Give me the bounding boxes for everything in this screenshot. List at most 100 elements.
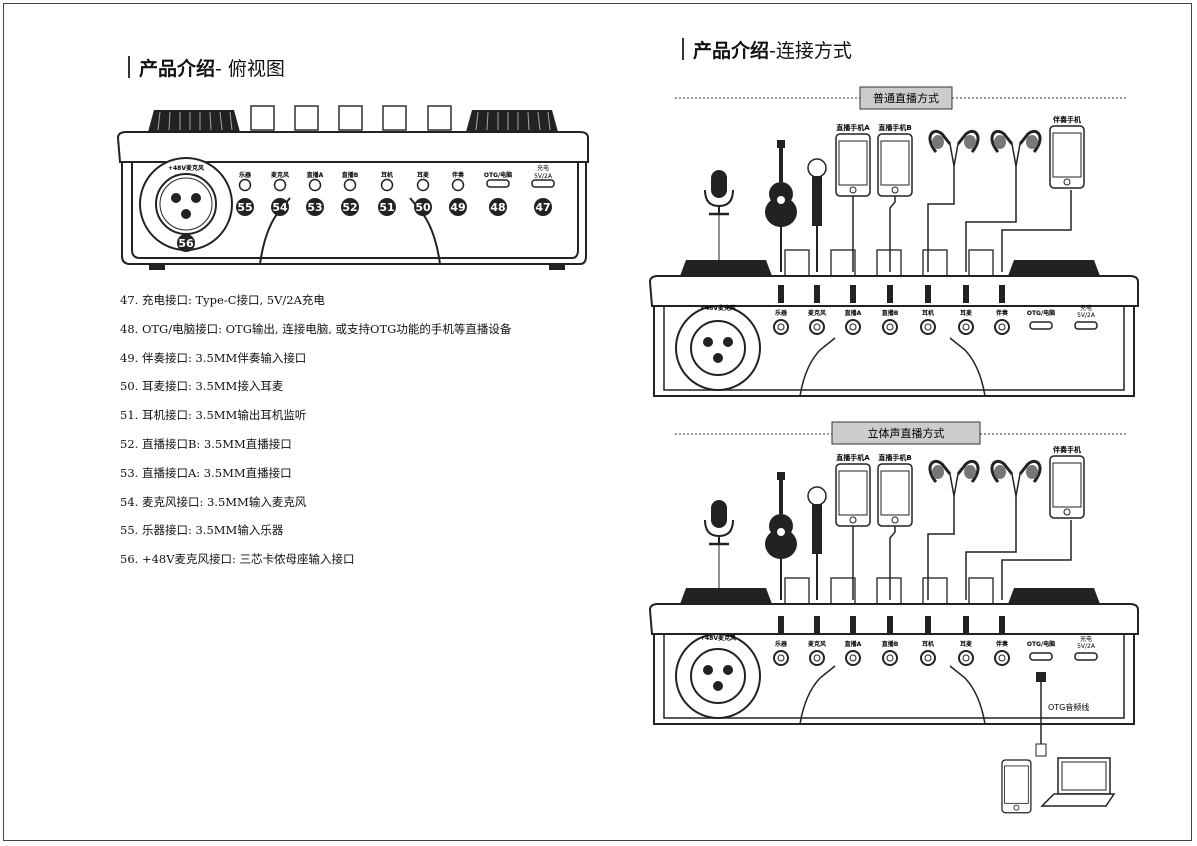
mic-label-1: +48V麦克风 [700, 304, 736, 312]
connector-port: 伴奏 [994, 285, 1010, 335]
port-53: 直播A 53 [306, 171, 324, 216]
port-label: 直播A [307, 171, 324, 179]
jack-icon [451, 178, 465, 192]
port-label: 乐器 [239, 171, 252, 179]
port-label: 乐器 [775, 640, 788, 648]
hand-mic-icon-2 [807, 486, 827, 555]
acc-phone-icon-2 [1049, 455, 1085, 519]
usb-port-icon [1029, 652, 1053, 661]
phone-b-label-2: 直播手机B [878, 453, 911, 462]
title-bold: 产品介绍 [693, 40, 770, 62]
plug-icon [925, 616, 931, 634]
top-view-title: 产品介绍- 俯视图 [128, 54, 285, 81]
mic-label-2: +48V麦克风 [700, 634, 736, 642]
phone-b-cable-2 [889, 526, 896, 600]
port-num: 48 [490, 201, 505, 214]
port-label: OTG/电脑 [484, 171, 512, 179]
jack-icon [882, 319, 898, 335]
port-num-badge [489, 198, 507, 216]
port-num: 51 [379, 201, 394, 214]
laptop-icon [1040, 757, 1116, 807]
guitar-icon [765, 140, 797, 227]
port-num: 55 [237, 201, 252, 214]
acc-phone-icon-1 [1049, 125, 1085, 189]
spec-item: 50. 耳麦接口: 3.5MM接入耳麦 [120, 379, 284, 394]
port-label: 伴奏 [995, 640, 1009, 648]
plug-icon [999, 616, 1005, 634]
phone-a-icon-2 [835, 463, 871, 527]
port-num-badge [306, 198, 324, 216]
port-num-badge [378, 198, 396, 216]
mode1-banner [859, 86, 953, 110]
port-label: 伴奏 [995, 309, 1009, 317]
connector-port: 耳机 [920, 616, 936, 666]
guitar-icon-2 [765, 472, 797, 559]
jack-icon [273, 178, 287, 192]
otg-plug-icon [1036, 672, 1046, 682]
jack-icon [809, 319, 825, 335]
port-label: 耳机 [922, 309, 934, 317]
connector-port: 耳机 [920, 285, 936, 335]
spec-item: 48. OTG/电脑接口: OTG输出, 连接电脑, 或支持OTG功能的手机等直… [120, 321, 512, 336]
port-label: 直播B [342, 171, 359, 179]
plug-icon [925, 285, 931, 303]
headset-cable-1 [965, 166, 1017, 272]
title-bar [682, 38, 684, 60]
plug-icon [814, 616, 820, 634]
spec-item: 49. 伴奏接口: 3.5MM伴奏输入接口 [120, 350, 307, 365]
jack-icon [845, 319, 861, 335]
headset-icon-1 [990, 129, 1042, 168]
title-bar [128, 56, 130, 78]
port-55: 乐器 55 [236, 171, 254, 216]
condenser-mic-icon [703, 168, 735, 216]
port-num: 54 [272, 201, 288, 214]
acc-phone-label-1: 伴奏手机 [1052, 115, 1081, 124]
connector-port: 伴奏 [994, 616, 1010, 666]
port-label: 充电 [537, 164, 549, 172]
spec-item: 54. 麦克风接口: 3.5MM输入麦克风 [120, 494, 307, 509]
port-label: 麦克风 [808, 309, 826, 317]
earphone-icon-1 [928, 129, 980, 168]
port-num: 47 [535, 201, 550, 214]
jack-icon [994, 319, 1010, 335]
port-label: 直播B [882, 640, 899, 648]
usb-c-port-icon [1074, 321, 1098, 330]
jack-icon [882, 650, 898, 666]
port-label: 耳机 [922, 640, 934, 648]
port-num: 53 [307, 201, 322, 214]
earphone-cable-1 [927, 166, 955, 272]
jack-icon [308, 178, 322, 192]
otg-port: OTG/电脑 [1027, 640, 1055, 661]
jack-icon [920, 650, 936, 666]
port-label: 乐器 [775, 309, 788, 317]
port-num-badge [534, 198, 552, 216]
earphone-cable-2 [927, 496, 955, 600]
connection-title: 产品介绍-连接方式 [682, 36, 852, 63]
plug-icon [778, 616, 784, 634]
connector-port: 耳麦 [958, 616, 974, 666]
jack-icon [238, 178, 252, 192]
port-label: 伴奏 [451, 171, 465, 179]
connector-port: 直播A [845, 616, 862, 666]
port-label: 直播A [845, 309, 862, 317]
headset-cable-2 [965, 496, 1017, 600]
earphone-icon-2 [928, 459, 980, 498]
port-num-badge [414, 198, 432, 216]
port-num-badge [449, 198, 467, 216]
connector-port: 直播A [845, 285, 862, 335]
usb-c-port-icon [1074, 652, 1098, 661]
port-num-badge [271, 198, 289, 216]
plug-icon [963, 285, 969, 303]
mic-num-badge [177, 234, 195, 252]
acc-phone-cable-2 [1001, 520, 1072, 600]
port-num-badge [236, 198, 254, 216]
mode2-banner [831, 421, 981, 445]
otg-cable-label: OTG音频线 [1048, 702, 1089, 712]
port-label: 耳麦 [960, 309, 973, 317]
